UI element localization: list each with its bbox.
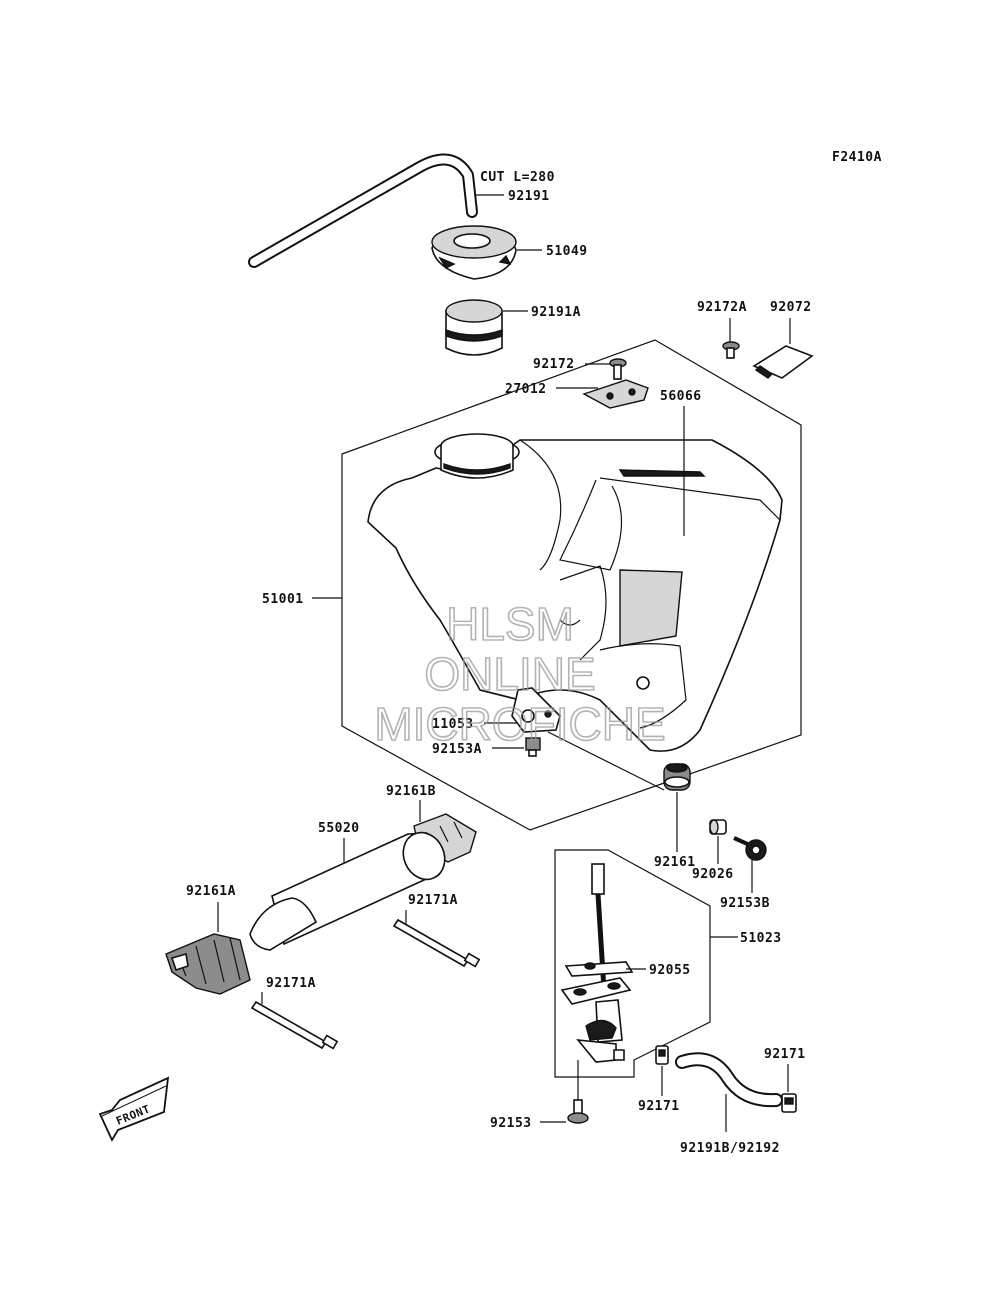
label-51001: 51001 <box>262 592 304 607</box>
breather-hose-illustration <box>248 153 478 268</box>
label-27012: 27012 <box>505 382 547 397</box>
label-55020: 55020 <box>318 821 360 836</box>
label-92072: 92072 <box>770 300 812 315</box>
leader-tank-to-grommet <box>547 731 665 791</box>
label-92191B-92192: 92191B/92192 <box>680 1141 780 1156</box>
grommet-92161-illustration <box>663 763 691 791</box>
band-92171A-1-illustration <box>392 918 481 968</box>
fuel-cock-51023-illustration <box>560 863 632 1063</box>
front-arrow-icon <box>98 1076 170 1142</box>
bracket-27012-illustration <box>582 379 649 409</box>
bolt-92153B-illustration <box>733 836 767 861</box>
label-92055: 92055 <box>649 963 691 978</box>
label-92161: 92161 <box>654 855 696 870</box>
band-92171A-2-illustration <box>250 1000 339 1050</box>
bolt-92153A-illustration <box>525 737 541 757</box>
label-51023: 51023 <box>740 931 782 946</box>
watermark-line-1: HLSM <box>446 598 574 650</box>
watermark-line-2: ONLINE <box>424 648 595 700</box>
label-92153A: 92153A <box>432 742 482 757</box>
collar-92026-illustration <box>709 819 727 835</box>
screw-92153-illustration <box>567 1099 589 1124</box>
label-92172: 92172 <box>533 357 575 372</box>
label-92171A-1: 92171A <box>408 893 458 908</box>
bracket-11053-illustration <box>511 687 561 733</box>
fuel-hose-illustration <box>675 1052 783 1108</box>
cut-length-note: CUT L=280 <box>480 170 555 185</box>
tank-group-outline <box>341 339 802 831</box>
label-11053: 11053 <box>432 717 474 732</box>
fuel-cock-group-outline <box>554 849 711 1078</box>
strap-92072-illustration <box>752 345 814 379</box>
label-92191: 92191 <box>508 189 550 204</box>
clamp-92171-1-illustration <box>655 1045 669 1065</box>
label-92171-1: 92171 <box>638 1099 680 1114</box>
label-92172A: 92172A <box>697 300 747 315</box>
figure-code: F2410A <box>832 150 882 165</box>
label-92171A-2: 92171A <box>266 976 316 991</box>
label-92153B: 92153B <box>720 896 770 911</box>
screw-92172A-illustration <box>722 341 740 359</box>
label-92161A: 92161A <box>186 884 236 899</box>
filter-92055-illustration <box>564 961 634 977</box>
label-92191A: 92191A <box>531 305 581 320</box>
fuel-tank-illustration <box>367 433 783 752</box>
label-92026: 92026 <box>692 867 734 882</box>
label-92161B: 92161B <box>386 784 436 799</box>
fuel-cap-illustration <box>431 225 517 280</box>
label-92153: 92153 <box>490 1116 532 1131</box>
label-56066: 56066 <box>660 389 702 404</box>
label-51049: 51049 <box>546 244 588 259</box>
clamp-92171-2-illustration <box>781 1093 797 1113</box>
sleeve-55020-illustration <box>249 831 446 951</box>
damper-92161A-illustration <box>165 933 251 995</box>
label-92171-2: 92171 <box>764 1047 806 1062</box>
filler-ring-illustration <box>445 299 503 356</box>
bolt-92172-illustration <box>609 358 627 380</box>
watermark: HLSM ONLINE MICROFICHE <box>374 597 667 751</box>
watermark-line-3: MICROFICHE <box>374 698 665 750</box>
